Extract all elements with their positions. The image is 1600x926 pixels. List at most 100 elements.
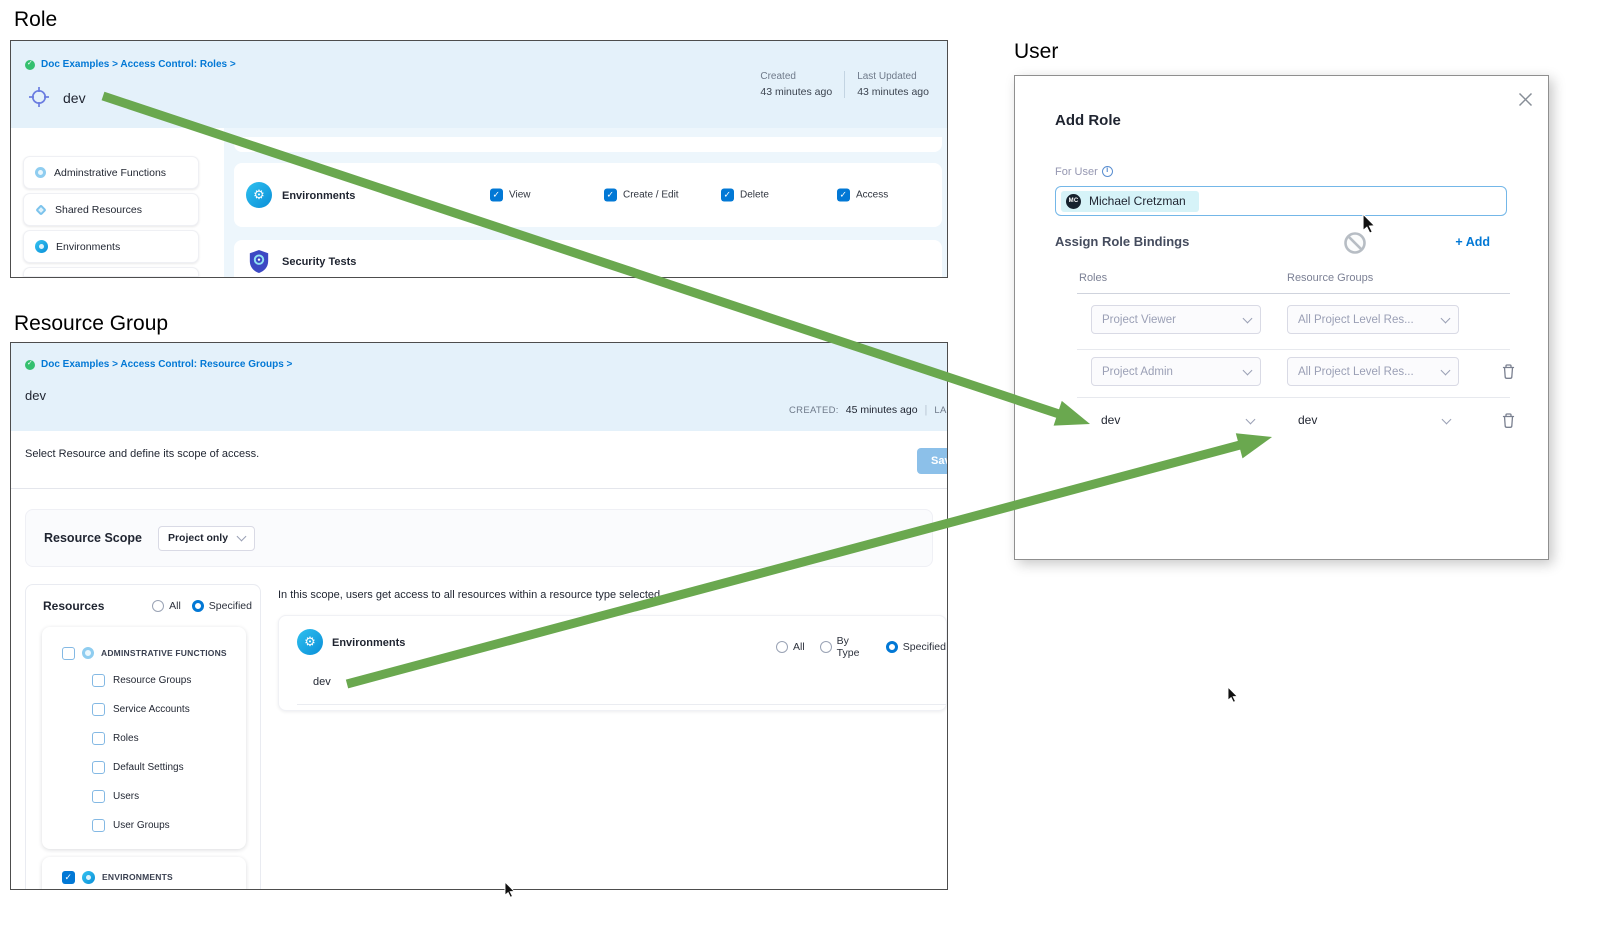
checkbox-unchecked-icon[interactable] [92, 674, 105, 687]
resource-group-select-dev[interactable]: dev [1298, 413, 1318, 427]
permission-label: Access [856, 189, 889, 201]
column-header-roles: Roles [1079, 272, 1108, 284]
last-updated-label: Last Updated [857, 71, 917, 82]
sidebar-item-label: Shared Resources [55, 203, 142, 216]
checkbox-checked-icon [604, 188, 617, 202]
checkbox-unchecked-icon[interactable] [92, 819, 105, 832]
scope-note: In this scope, users get access to all r… [278, 589, 661, 601]
resource-scope-label: Resource Scope [44, 531, 142, 545]
sidebar-item-environments[interactable]: Environments [23, 230, 199, 263]
checkbox-unchecked-icon[interactable] [92, 761, 105, 774]
chevron-down-icon [1242, 365, 1253, 375]
resource-group-title: dev [25, 388, 46, 403]
add-role-binding-button[interactable]: + Add [1455, 235, 1490, 249]
user-name: Michael Cretzman [1089, 194, 1186, 208]
security-tests-row: Security Tests [234, 240, 942, 277]
security-tests-icon [249, 250, 269, 273]
tree-item-resource-groups[interactable]: Resource Groups [42, 666, 246, 695]
environments-icon: ⚙ [246, 182, 272, 208]
divider [297, 704, 946, 705]
breadcrumb-text[interactable]: Doc Examples > Access Control: Resource … [41, 359, 293, 370]
info-icon[interactable] [1101, 165, 1113, 177]
radio-off-icon [819, 641, 832, 653]
user-chip[interactable]: MC Michael Cretzman [1061, 190, 1199, 212]
role-target-icon [29, 87, 49, 107]
tree-item-label: Roles [113, 733, 139, 744]
checkbox-checked-icon [837, 188, 850, 202]
tree-item-roles[interactable]: Roles [42, 724, 246, 753]
checkbox-unchecked-icon[interactable] [92, 732, 105, 745]
save-button[interactable]: Save [917, 448, 947, 474]
chevron-down-icon[interactable] [1441, 414, 1452, 425]
resources-radio-specified[interactable]: Specified [191, 600, 252, 612]
close-icon[interactable] [1518, 92, 1533, 107]
permissions-row-label: Environments [282, 190, 356, 202]
role-select-value: Project Admin [1102, 365, 1173, 378]
delete-row-icon[interactable] [1501, 363, 1516, 380]
radio-label: Specified [208, 600, 252, 612]
resource-scope-select[interactable]: Project only [157, 525, 256, 551]
for-user-label: For User [1055, 165, 1113, 178]
environments-icon: ⚙ [297, 629, 323, 655]
checkbox-unchecked-icon[interactable] [62, 646, 75, 660]
sidebar-item-shared-resources[interactable]: Shared Resources [23, 193, 199, 226]
chevron-down-icon [1440, 313, 1451, 323]
sidebar-item-administrative-functions[interactable]: Adminstrative Functions [23, 156, 199, 189]
resources-radio-all[interactable]: All [152, 600, 181, 612]
tree-item-users[interactable]: Users [42, 782, 246, 811]
for-user-input[interactable]: MC Michael Cretzman [1055, 186, 1507, 216]
radio-on-icon [885, 641, 898, 653]
tree-item-label: ENVIRONMENTS [102, 872, 173, 882]
environments-card-label: Environments [332, 637, 406, 649]
shared-resources-icon [35, 203, 47, 216]
created-value: 45 minutes ago [845, 404, 918, 416]
permission-access-checkbox[interactable]: Access [837, 188, 889, 202]
permissions-card-partial [234, 137, 942, 152]
sidebar-item-label: Environments [56, 240, 121, 253]
role-panel-body: Adminstrative Functions Shared Resources… [11, 128, 947, 277]
breadcrumb-text[interactable]: Doc Examples > Access Control: Roles > [41, 59, 236, 70]
divider [1077, 349, 1510, 350]
checkbox-unchecked-icon[interactable] [92, 703, 105, 716]
checkbox-checked-icon[interactable] [62, 870, 75, 884]
resources-card: Resources All Specified ADMINSTR [25, 584, 261, 889]
chevron-down-icon [236, 531, 247, 542]
delete-row-icon[interactable] [1501, 412, 1516, 429]
permission-create-edit-checkbox[interactable]: Create / Edit [604, 188, 679, 202]
column-header-resource-groups: Resource Groups [1287, 272, 1374, 284]
env-radio-by-type[interactable]: By Type [819, 635, 871, 659]
tree-item-user-groups[interactable]: User Groups [42, 811, 246, 840]
for-user-text: For User [1055, 166, 1098, 178]
assign-role-bindings-label: Assign Role Bindings [1055, 234, 1190, 249]
last-updated-value: 43 minutes ago [857, 86, 929, 98]
resource-group-select-row-2[interactable]: All Project Level Res... [1287, 357, 1459, 386]
env-radio-all[interactable]: All [776, 635, 805, 659]
meta-divider [844, 71, 846, 98]
breadcrumb[interactable]: Doc Examples > Access Control: Roles > [25, 59, 236, 70]
divider [11, 488, 947, 489]
role-select-row-2[interactable]: Project Admin [1091, 357, 1261, 386]
environments-group-card[interactable]: ENVIRONMENTS [42, 857, 246, 889]
env-radio-specified[interactable]: Specified [885, 635, 946, 659]
environments-scope-radios: All By Type Specified [776, 635, 946, 659]
scope-description: Select Resource and define its scope of … [25, 448, 260, 460]
divider [1077, 397, 1510, 398]
meta-separator: | [924, 404, 928, 416]
dialog-title: Add Role [1055, 112, 1121, 129]
environments-permissions-row: ⚙ Environments View Create / Edit Delete [234, 163, 942, 227]
role-select-row-1[interactable]: Project Viewer [1091, 305, 1261, 334]
chevron-down-icon [1440, 365, 1451, 375]
breadcrumb[interactable]: Doc Examples > Access Control: Resource … [25, 359, 292, 370]
tree-item-default-settings[interactable]: Default Settings [42, 753, 246, 782]
resource-group-select-row-1[interactable]: All Project Level Res... [1287, 305, 1459, 334]
environments-scope-card: ⚙ Environments All By Type Specified dev [278, 615, 947, 711]
checkbox-unchecked-icon[interactable] [92, 790, 105, 803]
role-select-dev[interactable]: dev [1101, 413, 1121, 427]
project-status-icon [25, 59, 35, 70]
tree-item-administrative-functions[interactable]: ADMINSTRATIVE FUNCTIONS [42, 640, 246, 666]
permission-delete-checkbox[interactable]: Delete [721, 188, 769, 202]
tree-item-service-accounts[interactable]: Service Accounts [42, 695, 246, 724]
permission-view-checkbox[interactable]: View [490, 188, 531, 202]
chevron-down-icon[interactable] [1245, 414, 1256, 425]
permission-label: View [509, 189, 531, 201]
